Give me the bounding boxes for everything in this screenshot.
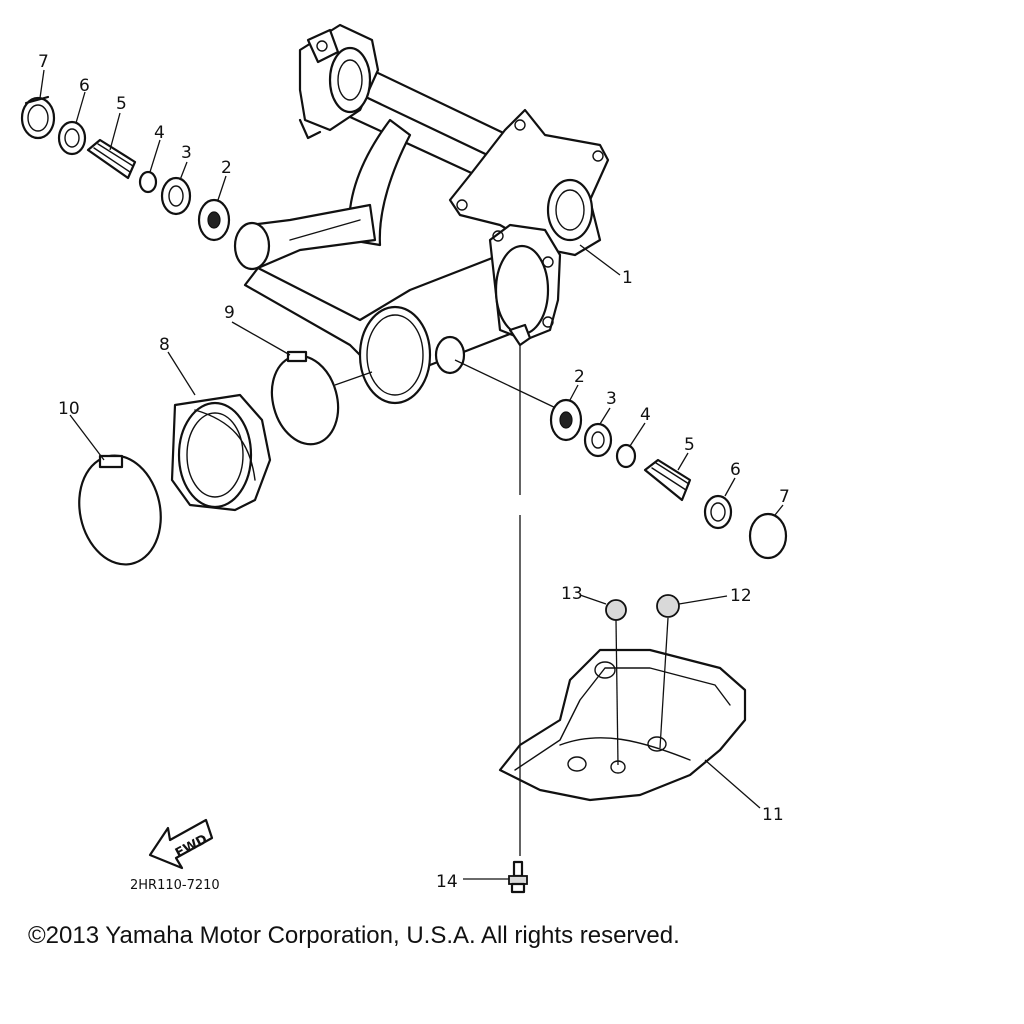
callout-13: 13 (561, 584, 583, 604)
callout-7-right: 7 (779, 487, 790, 507)
right-bearing-stack (454, 359, 788, 560)
callout-10: 10 (58, 399, 80, 419)
callout-6-right: 6 (730, 460, 741, 480)
callout-2-left: 2 (221, 158, 232, 178)
swingarm (233, 23, 610, 405)
bolt (508, 860, 528, 894)
callout-labels: 7 6 5 4 3 2 1 9 8 10 2 3 4 5 6 7 13 12 1… (38, 52, 790, 892)
guard (498, 648, 747, 802)
callout-6-left: 6 (79, 76, 90, 96)
callout-3-right: 3 (606, 389, 617, 409)
callout-5-right: 5 (684, 435, 695, 455)
callout-7-left: 7 (38, 52, 49, 72)
callout-4-left: 4 (154, 123, 165, 143)
callout-11: 11 (762, 805, 784, 825)
boot-and-bands (78, 350, 373, 566)
callout-8: 8 (159, 335, 170, 355)
callout-14: 14 (436, 872, 458, 892)
callout-2-right: 2 (574, 367, 585, 387)
leader-lines (39, 69, 784, 880)
callout-9: 9 (224, 303, 235, 323)
callout-12: 12 (730, 586, 752, 606)
left-bearing-stack (20, 95, 231, 242)
fwd-arrow-icon: FWD (148, 818, 214, 870)
plugs (605, 594, 680, 621)
callout-3-left: 3 (181, 143, 192, 163)
callout-1: 1 (622, 268, 633, 288)
callout-4-right: 4 (640, 405, 651, 425)
callout-5-left: 5 (116, 94, 127, 114)
copyright-notice: ©2013 Yamaha Motor Corporation, U.S.A. A… (28, 922, 680, 949)
diagram-code: 2HR110-7210 (130, 878, 220, 893)
